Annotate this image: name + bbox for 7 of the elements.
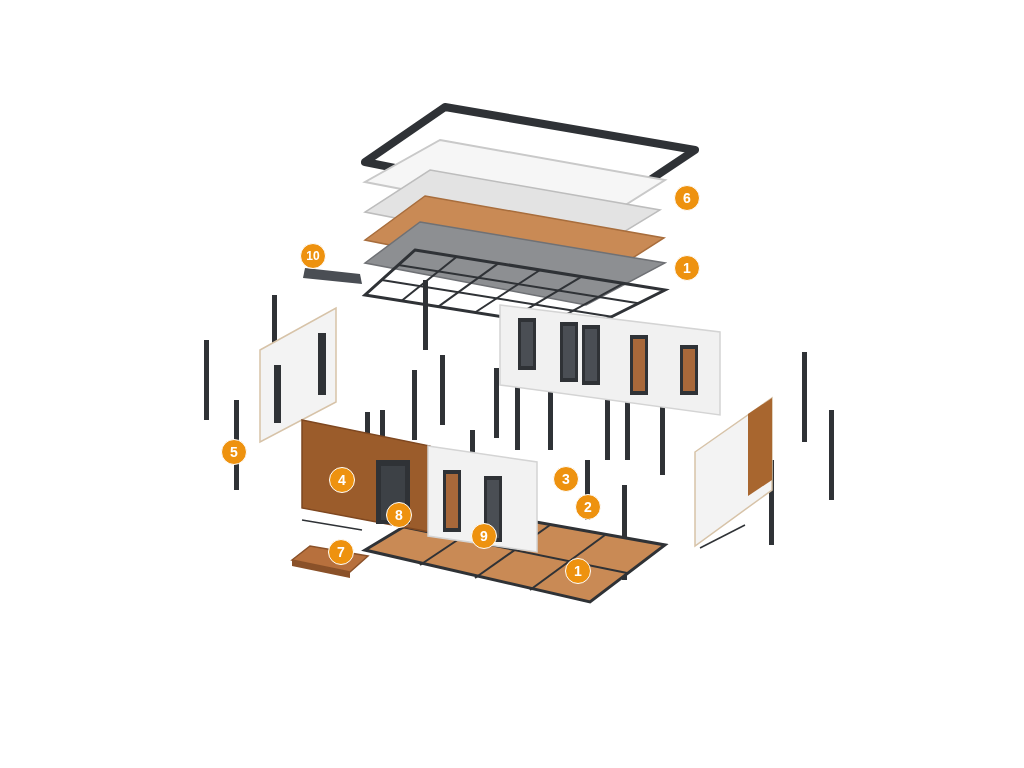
callout-number: 7 (328, 539, 354, 565)
callout-number: 5 (221, 439, 247, 465)
callout-number: 1 (674, 255, 700, 281)
callout-number: 3 (553, 466, 579, 492)
callout-number: 10 (300, 243, 326, 269)
callout-number: 6 (674, 185, 700, 211)
callout-number: 2 (575, 494, 601, 520)
